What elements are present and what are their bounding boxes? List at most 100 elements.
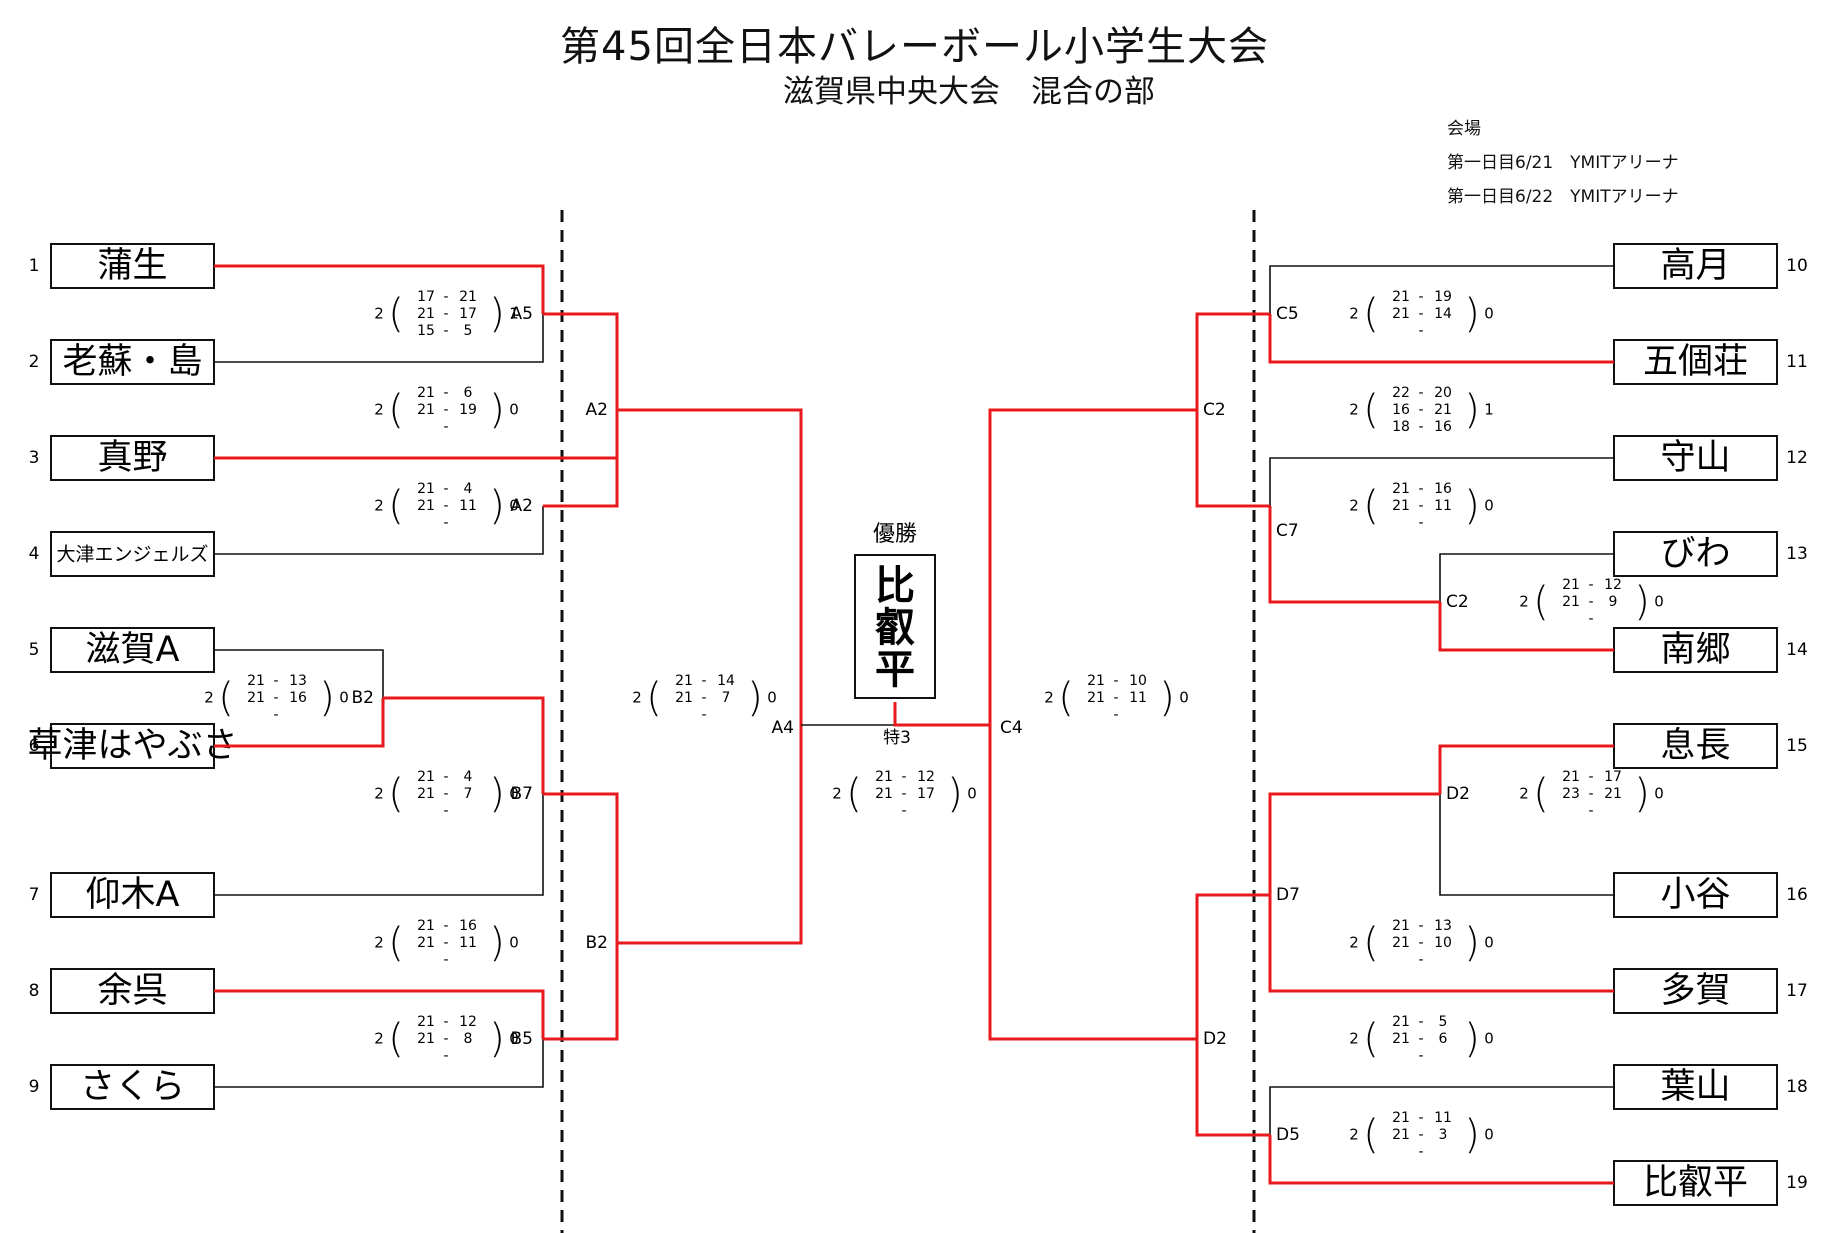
bracket-line — [214, 794, 544, 896]
score-paren-open: ( — [1058, 675, 1074, 721]
score-set-left: 21 — [1562, 577, 1580, 593]
match-code: D2 — [1446, 784, 1470, 804]
bracket-line — [1438, 602, 1614, 652]
champion-name-char: 叡 — [875, 605, 915, 651]
score-set-right: 21 — [1604, 786, 1622, 802]
bracket-line — [1268, 506, 1440, 604]
team-name: 真野 — [97, 438, 167, 478]
bracket-line — [1195, 1039, 1270, 1137]
score-set-left: 21 — [1562, 594, 1580, 610]
bracket-line — [1269, 265, 1614, 314]
score-dash: - — [443, 481, 448, 497]
champion-label: 優勝 — [873, 522, 917, 547]
score-sets-won-right: 0 — [509, 401, 519, 419]
bracket-line — [214, 989, 545, 1039]
score-dash: - — [1418, 1127, 1423, 1143]
score-set-right: 3 — [1439, 1127, 1448, 1143]
bracket-line — [1438, 744, 1614, 794]
score-set-left: 15 — [417, 323, 435, 339]
score-dash: - — [1418, 952, 1423, 968]
score-paren-open: ( — [388, 1016, 404, 1062]
score-set-right: 11 — [1434, 1110, 1452, 1126]
score-sets-won-left: 2 — [374, 401, 384, 419]
team-seed-number: 13 — [1786, 544, 1808, 564]
score-set-left: 21 — [1392, 1127, 1410, 1143]
score-set-right: 13 — [289, 673, 307, 689]
score-sets-won-left: 2 — [1349, 1030, 1359, 1048]
score-set-right: 11 — [459, 498, 477, 514]
bracket-line — [1195, 893, 1270, 1039]
team-seed-number: 9 — [29, 1077, 40, 1097]
score-set-left: 21 — [417, 498, 435, 514]
team-name: 小谷 — [1660, 875, 1730, 915]
score-set-left: 21 — [417, 306, 435, 322]
team-box — [1613, 339, 1778, 385]
team-seed-number: 2 — [29, 352, 40, 372]
score-dash: - — [443, 803, 448, 819]
score-dash: - — [1418, 306, 1423, 322]
score-paren-close: ) — [1634, 579, 1650, 625]
match-code: A2 — [511, 496, 533, 516]
score-dash: - — [273, 707, 278, 723]
team-box — [50, 723, 215, 769]
score-set-left: 21 — [1392, 498, 1410, 514]
match-code: C2 — [1446, 592, 1469, 612]
score-sets-won-left: 2 — [374, 497, 384, 515]
score-sets-won-left: 2 — [374, 305, 384, 323]
score-dash: - — [1418, 323, 1423, 339]
score-set-left: 21 — [1392, 918, 1410, 934]
team-seed-number: 1 — [29, 256, 40, 276]
score-paren-close: ) — [1464, 1016, 1480, 1062]
team-seed-number: 6 — [29, 736, 40, 756]
bracket-line — [988, 408, 1197, 725]
score-dash: - — [1113, 690, 1118, 706]
score-paren-close: ) — [947, 771, 963, 817]
bracket-line — [383, 696, 545, 794]
score-sets-won-right: 0 — [1484, 1030, 1494, 1048]
bracket-line — [214, 456, 619, 506]
score-set-right: 7 — [464, 786, 473, 802]
score-paren-close: ) — [489, 387, 505, 433]
bracket-line — [1439, 794, 1614, 896]
team-seed-number: 3 — [29, 448, 40, 468]
team-name: 高月 — [1660, 246, 1730, 286]
score-set-left: 17 — [417, 289, 435, 305]
score-sets-won-right: 0 — [1484, 934, 1494, 952]
score-dash: - — [443, 918, 448, 934]
score-dash: - — [1418, 289, 1423, 305]
score-paren-open: ( — [1363, 1016, 1379, 1062]
score-set-right: 21 — [459, 289, 477, 305]
score-paren-close: ) — [1464, 291, 1480, 337]
score-set-right: 9 — [1609, 594, 1618, 610]
score-set-right: 19 — [459, 402, 477, 418]
team-box — [1613, 243, 1778, 289]
score-set-left: 21 — [417, 402, 435, 418]
score-dash: - — [443, 1031, 448, 1047]
score-dash: - — [701, 673, 706, 689]
score-sets-won-right: 0 — [1484, 305, 1494, 323]
score-set-right: 12 — [917, 769, 935, 785]
score-set-left: 23 — [1562, 786, 1580, 802]
page-subtitle: 滋賀県中央大会 混合の部 — [783, 74, 1155, 110]
score-set-right: 19 — [1434, 289, 1452, 305]
score-dash: - — [443, 952, 448, 968]
score-dash: - — [1588, 786, 1593, 802]
bracket-line — [617, 725, 803, 945]
team-name: びわ — [1660, 534, 1730, 574]
score-sets-won-left: 2 — [1349, 305, 1359, 323]
score-set-left: 18 — [1392, 419, 1410, 435]
venue-label: 会場 — [1447, 119, 1481, 139]
match-code: C7 — [1276, 521, 1299, 541]
team-name: 南郷 — [1660, 630, 1730, 670]
score-sets-won-left: 2 — [374, 1030, 384, 1048]
score-dash: - — [1418, 385, 1423, 401]
score-set-left: 21 — [1087, 673, 1105, 689]
bracket-line — [1439, 553, 1614, 602]
team-box — [1613, 1160, 1778, 1206]
score-paren-close: ) — [1464, 387, 1480, 433]
score-paren-close: ) — [489, 771, 505, 817]
score-set-left: 21 — [417, 786, 435, 802]
score-set-right: 17 — [1604, 769, 1622, 785]
score-dash: - — [1588, 577, 1593, 593]
score-set-right: 8 — [464, 1031, 473, 1047]
